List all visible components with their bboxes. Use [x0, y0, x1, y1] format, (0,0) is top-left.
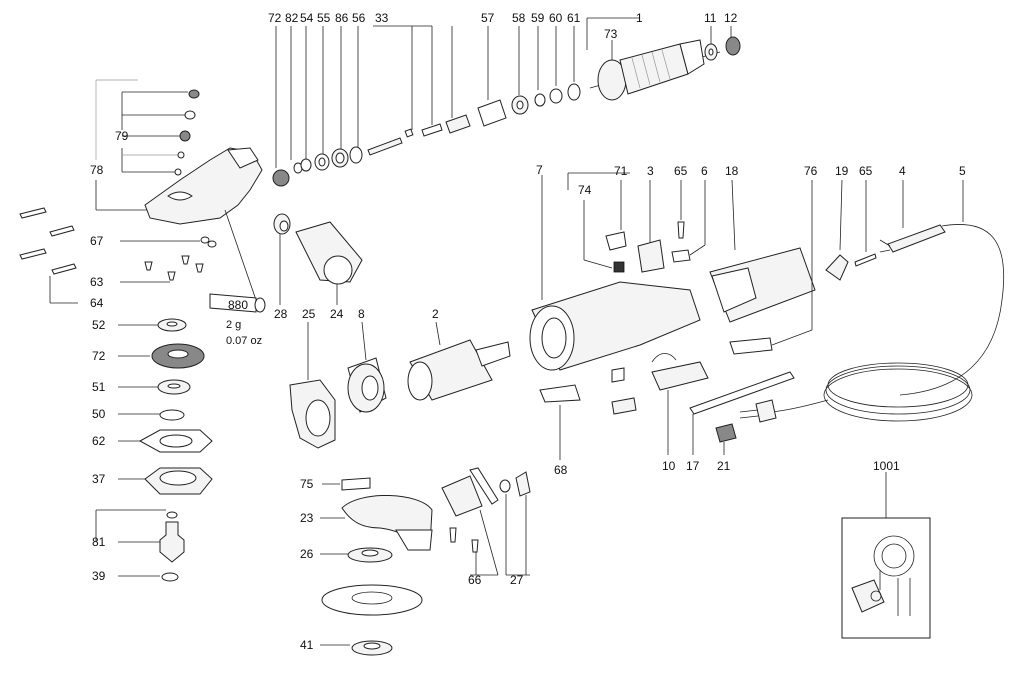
grease-ounces: 0.07 oz [226, 335, 262, 347]
label-78: 78 [90, 163, 104, 177]
label-79: 79 [115, 129, 129, 143]
electronics: 10 17 21 [611, 353, 795, 473]
rear-cover: 18 [709, 164, 816, 323]
label-2: 2 [432, 307, 439, 321]
label-68: 68 [554, 463, 568, 477]
cable-assembly: 76 19 65 4 5 [729, 164, 1005, 423]
spindle-stack: 52 72 51 50 62 37 81 39 [92, 318, 213, 583]
clamp-parts: 66 27 [441, 467, 531, 587]
label-76: 76 [804, 164, 818, 178]
label-66: 66 [468, 573, 482, 587]
label-54: 54 [300, 11, 314, 25]
label-52: 52 [92, 318, 106, 332]
screws-left: 67 63 64 [19, 207, 217, 310]
label-28: 28 [274, 307, 288, 321]
label-39: 39 [92, 569, 106, 583]
label-86: 86 [335, 11, 349, 25]
label-59: 59 [531, 11, 545, 25]
grease-grams: 2 g [226, 319, 241, 331]
label-65-a: 65 [674, 164, 688, 178]
side-handle: 28 24 [273, 213, 363, 321]
label-37: 37 [92, 472, 106, 486]
label-74: 74 [578, 183, 592, 197]
label-1001: 1001 [873, 459, 900, 473]
shaft-assembly: 72 82 54 55 86 56 33 57 58 59 60 61 1 73… [268, 11, 741, 187]
gear-housing-group: 78 79 [90, 79, 263, 225]
label-72-left: 72 [92, 349, 106, 363]
guard-holder: 25 8 [289, 307, 387, 449]
label-71: 71 [614, 164, 628, 178]
label-72-top: 72 [268, 11, 282, 25]
label-11: 11 [704, 11, 717, 25]
label-8: 8 [358, 307, 365, 321]
label-62: 62 [92, 434, 106, 448]
label-23: 23 [300, 511, 314, 525]
label-82: 82 [285, 11, 299, 25]
label-4: 4 [899, 164, 906, 178]
switch-parts: 71 74 3 65 6 [567, 164, 708, 273]
label-12: 12 [724, 11, 738, 25]
label-67: 67 [90, 234, 104, 248]
label-5: 5 [959, 164, 966, 178]
label-75: 75 [300, 477, 314, 491]
label-65-b: 65 [859, 164, 873, 178]
grease-tube: 880 2 g 0.07 oz [209, 209, 266, 347]
label-10: 10 [662, 459, 676, 473]
label-25: 25 [302, 307, 316, 321]
label-55: 55 [317, 11, 331, 25]
label-1: 1 [636, 11, 643, 25]
stator-field: 2 [407, 307, 511, 401]
label-880: 880 [228, 298, 248, 312]
label-50: 50 [92, 407, 106, 421]
motor-housing: 7 68 [529, 163, 701, 477]
label-57: 57 [481, 11, 495, 25]
label-6: 6 [701, 164, 708, 178]
label-21: 21 [717, 459, 731, 473]
armature [589, 39, 721, 101]
label-73: 73 [604, 27, 618, 41]
label-58: 58 [512, 11, 526, 25]
label-41: 41 [300, 638, 314, 652]
label-33: 33 [375, 11, 389, 25]
label-60: 60 [549, 11, 563, 25]
label-61: 61 [567, 11, 581, 25]
label-51: 51 [92, 380, 106, 394]
label-7: 7 [536, 163, 543, 177]
label-17: 17 [686, 459, 700, 473]
wheel-guard-group: 75 23 26 41 [300, 477, 433, 656]
label-19: 19 [835, 164, 849, 178]
label-64: 64 [90, 296, 104, 310]
label-3: 3 [647, 164, 654, 178]
label-24: 24 [330, 307, 344, 321]
inset-wiring-view: 1001 [841, 459, 931, 639]
label-26: 26 [300, 547, 314, 561]
label-63: 63 [90, 275, 104, 289]
label-81: 81 [92, 535, 106, 549]
label-18: 18 [725, 164, 739, 178]
label-56: 56 [352, 11, 366, 25]
label-27: 27 [510, 573, 524, 587]
